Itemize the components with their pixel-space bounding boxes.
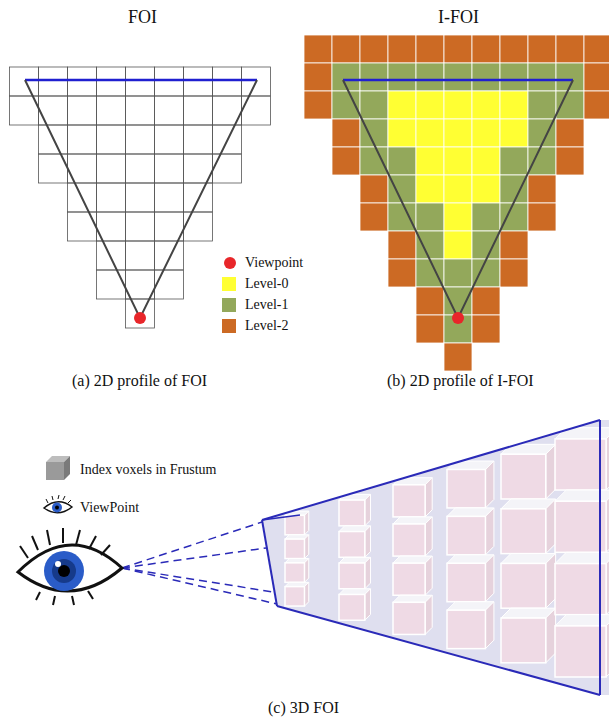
frustum-3d (122, 420, 609, 695)
panel-title: FOI (128, 8, 157, 28)
ifoi-grid (304, 35, 609, 371)
legend-text: ViewPoint (80, 500, 139, 515)
panel-caption: (c) 3D FOI (268, 699, 339, 717)
legend-text: Index voxels in Frustum (80, 462, 217, 477)
legend-text: Level-0 (245, 276, 289, 291)
legend-swatch (222, 319, 236, 333)
legend-swatch (222, 298, 236, 312)
view-triangle (25, 80, 573, 324)
legend-swatch (224, 257, 236, 269)
legend-text: Level-2 (245, 318, 289, 333)
eye-icon (44, 495, 72, 513)
eye-viewpoint (18, 528, 122, 605)
legend-text: Viewpoint (245, 255, 303, 270)
legend-swatch (222, 277, 236, 291)
voxel-icon (46, 456, 70, 480)
panel-title: I-FOI (438, 8, 479, 28)
panel-caption: (a) 2D profile of FOI (72, 372, 207, 390)
legend-text: Level-1 (245, 297, 289, 312)
foi-grid (10, 67, 271, 328)
panel-caption: (b) 2D profile of I-FOI (387, 372, 534, 390)
